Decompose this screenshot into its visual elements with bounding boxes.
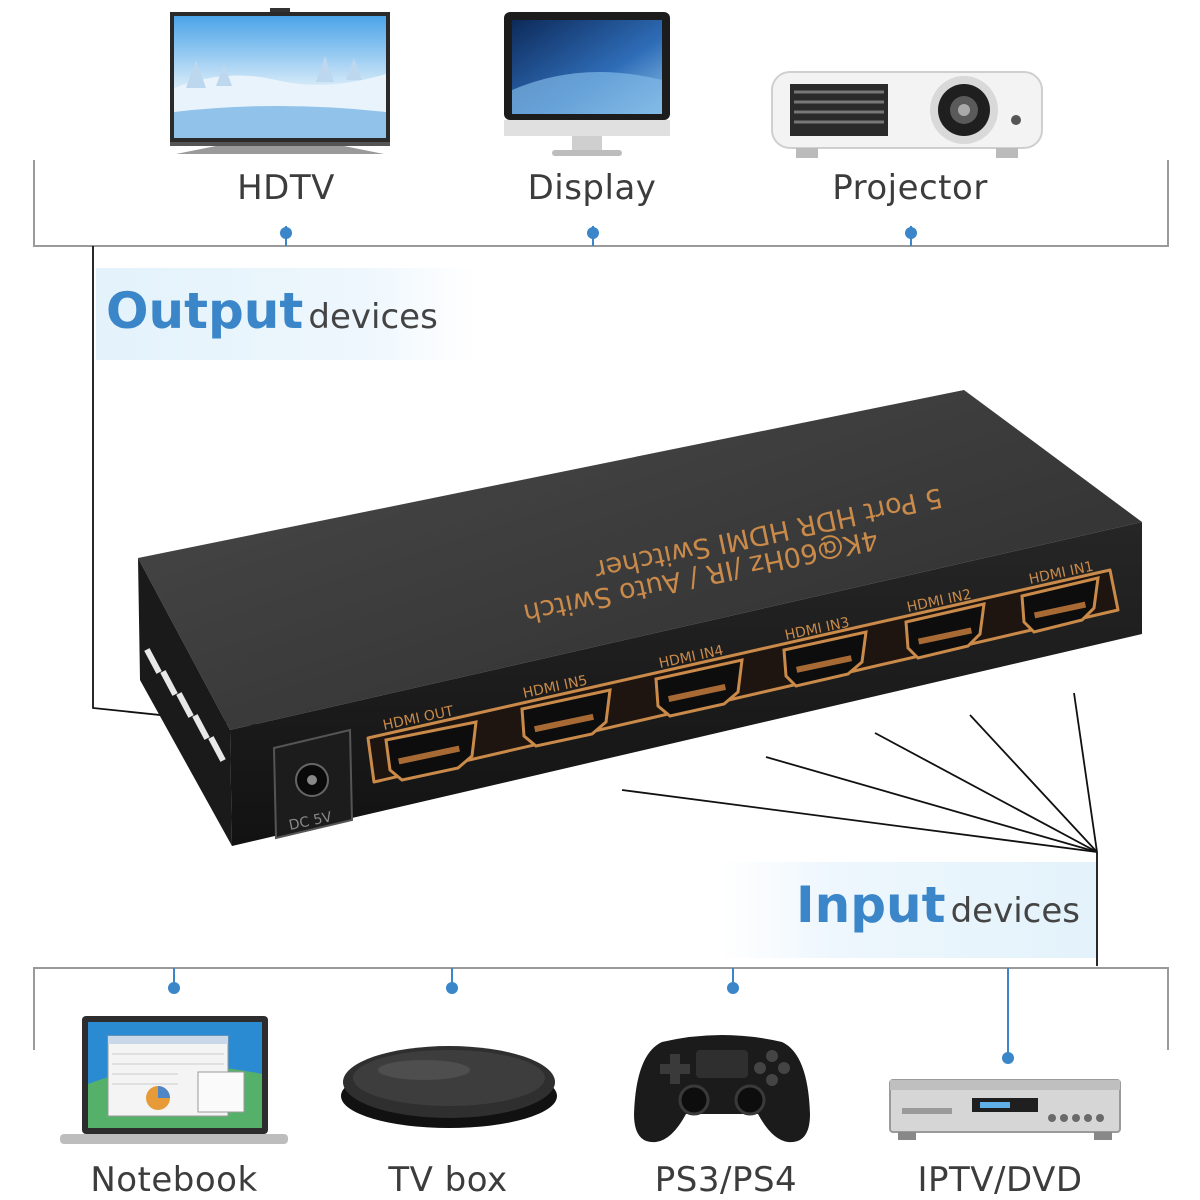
input-heading-strong: Input (796, 876, 946, 934)
output-heading: Output devices (106, 282, 438, 340)
port-hdmi-in2 (904, 602, 986, 660)
port-hdmi-in3 (782, 630, 868, 688)
port-hdmi-in1 (1020, 576, 1100, 634)
input-label-tv-box: TV box (388, 1160, 508, 1200)
dvd-player-icon (889, 1079, 1121, 1140)
output-bracket (33, 160, 1169, 247)
port-hdmi-in5 (520, 688, 612, 748)
input-label-ps: PS3/PS4 (654, 1160, 798, 1200)
input-heading-light: devices (950, 891, 1080, 931)
monitor-icon (504, 12, 670, 156)
input-label-notebook: Notebook (90, 1160, 258, 1200)
tv-box-icon (341, 1046, 557, 1128)
output-label-hdtv: HDTV (237, 168, 335, 208)
port-hdmi-in4 (654, 658, 744, 718)
gamepad-icon (634, 1035, 810, 1143)
input-heading-band (720, 862, 1096, 958)
power-label: DC 5V (288, 809, 334, 834)
input-heading: Input devices (796, 876, 1080, 934)
output-heading-light: devices (308, 297, 438, 337)
projector-icon (771, 71, 1043, 158)
output-heading-strong: Output (106, 282, 304, 340)
input-label-iptv-dvd: IPTV/DVD (917, 1160, 1083, 1200)
output-label-display: Display (527, 168, 657, 208)
hdtv-icon (170, 8, 390, 154)
output-label-projector: Projector (832, 168, 988, 208)
input-bracket (33, 967, 1169, 1064)
laptop-icon (60, 1016, 288, 1144)
port-hdmi-out (384, 720, 478, 782)
output-heading-band (96, 268, 476, 360)
